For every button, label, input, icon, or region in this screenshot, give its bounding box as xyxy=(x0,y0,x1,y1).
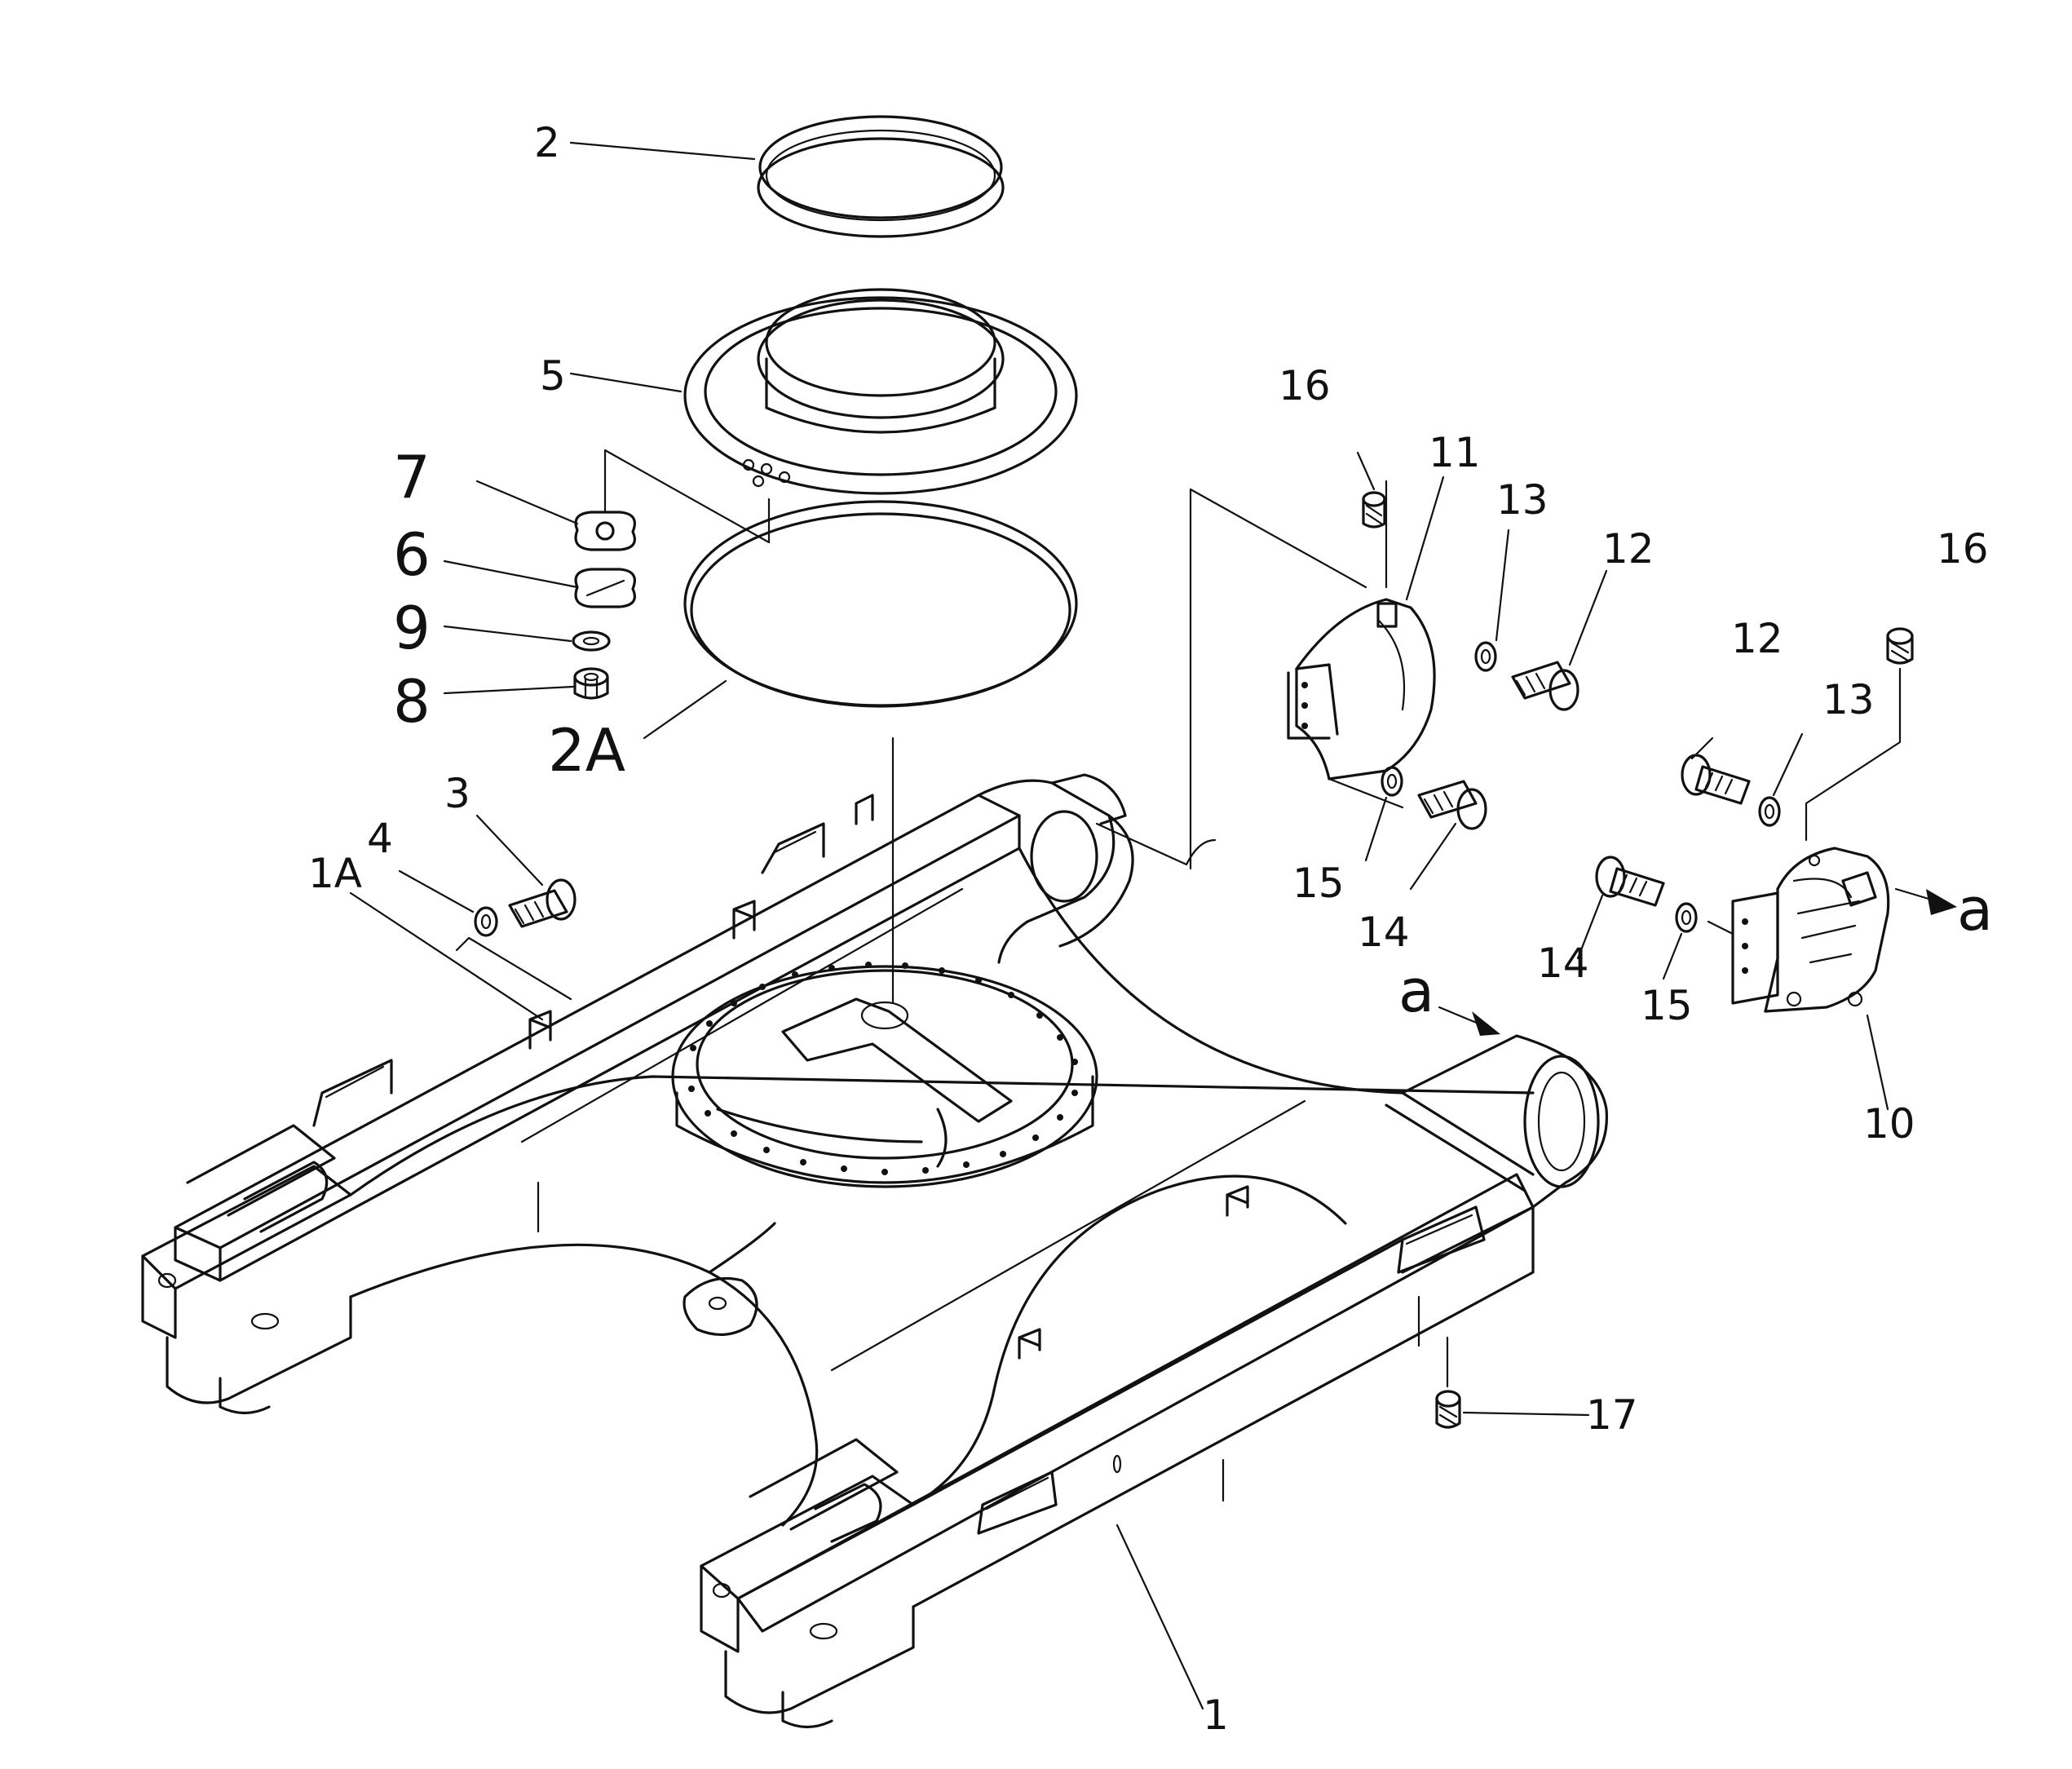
label-15-upper: 15 xyxy=(1292,860,1345,907)
label-14-lower: 14 xyxy=(1537,940,1589,987)
label-12-upper: 12 xyxy=(1602,525,1655,573)
leader-bracket-7 xyxy=(603,449,771,544)
label-1: 1 xyxy=(1203,1692,1229,1739)
label-14-upper: 14 xyxy=(1358,909,1410,956)
part-13-washer-lower xyxy=(1758,796,1781,827)
label-7: 7 xyxy=(393,443,431,511)
part-8-nut xyxy=(573,667,609,700)
part-2A-o-ring xyxy=(683,500,1078,708)
label-view-a-right: a xyxy=(1957,875,1993,944)
callout-labels: 1 1A 2 2A 3 4 5 7 6 9 8 10 11 12 12 13 1… xyxy=(308,119,1993,1739)
part-17-plug xyxy=(1435,1390,1461,1429)
label-8: 8 xyxy=(393,667,431,736)
label-2: 2 xyxy=(534,119,560,166)
label-11: 11 xyxy=(1429,429,1481,476)
part-12-bolt-lower xyxy=(1681,754,1751,805)
label-view-a-left: a xyxy=(1398,957,1434,1025)
part-3-bolt xyxy=(508,878,577,928)
label-9: 9 xyxy=(393,594,431,662)
swing-circle-bolt-holes xyxy=(688,962,1078,1175)
part-13-washer-upper xyxy=(1474,641,1497,672)
label-13-lower: 13 xyxy=(1822,676,1875,723)
part-14-bolt-upper xyxy=(1417,780,1487,830)
label-16-lower: 16 xyxy=(1937,525,1989,573)
label-1A: 1A xyxy=(308,850,362,897)
part-2-seal-ring xyxy=(757,115,1005,238)
label-4: 4 xyxy=(367,815,393,862)
part-15-washer-lower xyxy=(1675,902,1698,933)
part-15-washer-upper xyxy=(1381,766,1403,797)
part-10-cover xyxy=(1731,847,1890,1013)
view-arrow-right xyxy=(1894,887,1957,915)
label-17: 17 xyxy=(1586,1391,1638,1439)
part-4-washer xyxy=(474,906,498,937)
part-6-plate xyxy=(574,568,636,608)
part-11-cover xyxy=(1287,598,1436,781)
label-3: 3 xyxy=(444,770,471,817)
label-13-upper: 13 xyxy=(1496,476,1548,524)
part-12-bolt-upper xyxy=(1511,661,1579,711)
label-10: 10 xyxy=(1863,1100,1915,1148)
label-6: 6 xyxy=(393,520,431,589)
label-15-lower: 15 xyxy=(1641,982,1693,1029)
label-16-upper: 16 xyxy=(1279,362,1331,409)
part-9-washer xyxy=(572,630,611,652)
part-16-plug-lower xyxy=(1886,627,1914,665)
part-16-plug-upper xyxy=(1362,491,1386,528)
view-arrow-left xyxy=(1438,1006,1500,1036)
part-7-gasket xyxy=(574,511,636,551)
label-2A: 2A xyxy=(548,716,625,785)
label-12-lower: 12 xyxy=(1731,615,1783,662)
label-5: 5 xyxy=(540,352,566,400)
part-5-cover xyxy=(683,288,1078,495)
part-14-bolt-lower xyxy=(1595,856,1665,907)
leader-lines xyxy=(349,141,1902,1710)
part-1-track-frame xyxy=(141,773,1609,1729)
